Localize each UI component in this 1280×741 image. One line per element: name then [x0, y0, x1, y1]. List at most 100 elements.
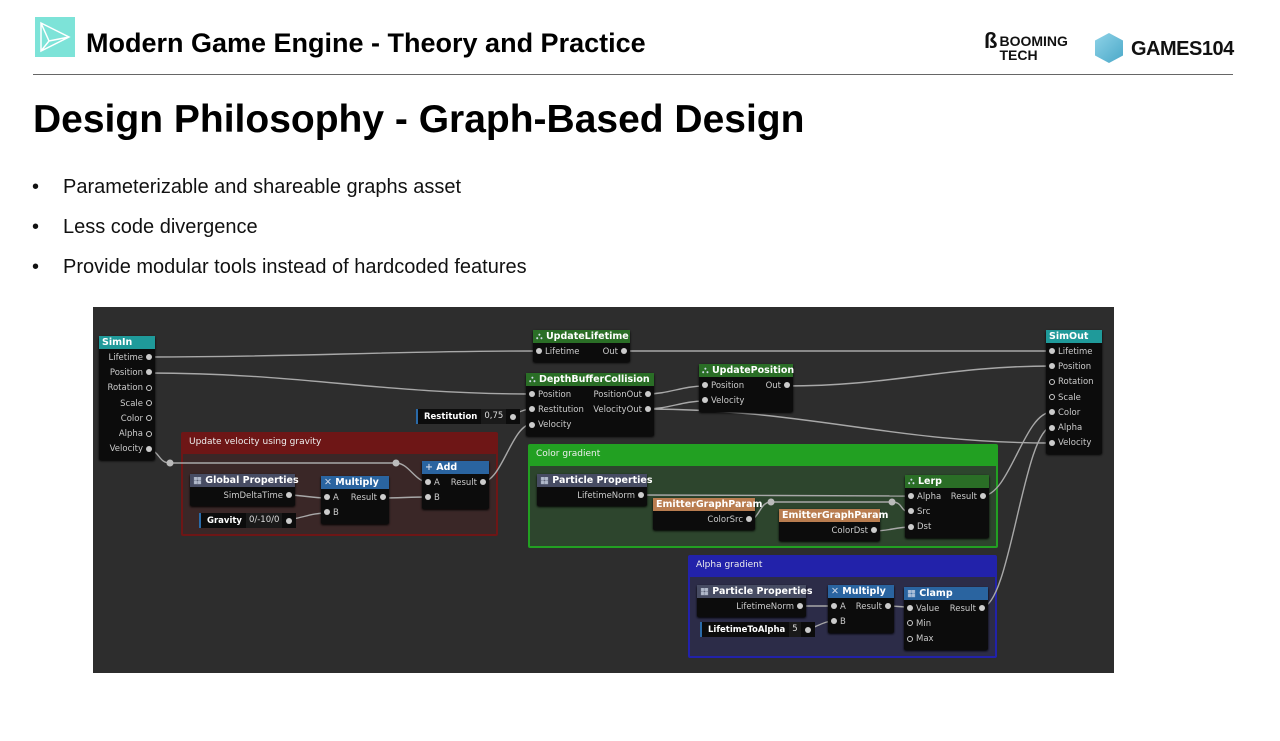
bullet-item: •Provide modular tools instead of hardco…	[32, 256, 527, 278]
input-port[interactable]	[908, 508, 914, 515]
node-header[interactable]: ⛬ DepthBufferCollision	[526, 373, 654, 386]
input-port[interactable]	[908, 493, 914, 500]
output-port[interactable]	[510, 413, 517, 420]
input-port[interactable]	[831, 618, 837, 625]
output-port[interactable]	[380, 494, 386, 501]
output-port[interactable]	[146, 400, 152, 407]
node-header[interactable]: + Add	[422, 461, 489, 474]
output-port[interactable]	[146, 369, 152, 376]
output-port[interactable]	[804, 626, 811, 633]
output-port[interactable]	[286, 492, 292, 499]
node-header[interactable]: ▦ Global Properties	[190, 474, 299, 487]
output-port[interactable]	[146, 384, 152, 391]
output-port[interactable]	[146, 415, 152, 422]
node-header[interactable]: ⛬ UpdatePosition	[699, 364, 794, 377]
node-header[interactable]: ⛬ UpdateLifetime	[533, 330, 630, 343]
reroute-node[interactable]	[166, 459, 174, 467]
param-value-input[interactable]: 0/-10/0	[245, 513, 283, 528]
output-label: SimDeltaTime	[223, 490, 283, 501]
input-port[interactable]	[831, 603, 837, 610]
node-header[interactable]: SimOut	[1046, 330, 1102, 343]
output-port[interactable]	[797, 603, 803, 610]
output-port[interactable]	[980, 493, 986, 500]
output-port[interactable]	[645, 406, 651, 413]
output-port[interactable]	[638, 492, 644, 499]
output-port[interactable]	[784, 382, 790, 389]
input-port[interactable]	[702, 397, 708, 404]
output-port[interactable]	[645, 391, 651, 398]
input-port[interactable]	[425, 479, 431, 486]
node-header[interactable]: EmitterGraphParam	[779, 509, 888, 522]
node-header[interactable]: SimIn	[99, 336, 155, 349]
output-port[interactable]	[146, 430, 152, 437]
input-port[interactable]	[1049, 363, 1055, 370]
node-header[interactable]: ✕ Multiply	[321, 476, 389, 489]
node-header[interactable]: ▦ Particle Properties	[697, 585, 813, 598]
param-value-input[interactable]: 0,75	[481, 409, 507, 424]
input-port[interactable]	[907, 635, 913, 642]
input-port[interactable]	[529, 406, 535, 413]
node-header[interactable]: ⛬ Lerp	[905, 475, 989, 488]
input-label: Position	[711, 380, 745, 391]
output-port[interactable]	[979, 605, 985, 612]
reroute-node[interactable]	[888, 498, 896, 506]
output-port[interactable]	[621, 348, 627, 355]
output-label: Result	[949, 603, 976, 614]
wire	[645, 400, 706, 410]
output-label: Alpha	[118, 429, 143, 440]
input-port[interactable]	[908, 523, 914, 530]
input-port[interactable]	[907, 605, 913, 612]
reroute-node[interactable]	[392, 459, 400, 467]
node-row: LifetimeNorm	[537, 488, 647, 503]
output-port[interactable]	[146, 445, 152, 452]
input-port[interactable]	[1049, 348, 1055, 355]
input-port[interactable]	[1049, 439, 1055, 446]
input-port[interactable]	[1049, 424, 1055, 431]
output-port[interactable]	[885, 603, 891, 610]
input-port[interactable]	[1049, 409, 1055, 416]
node-header[interactable]: EmitterGraphParam	[653, 498, 762, 511]
param-value-input[interactable]: 5	[789, 622, 801, 637]
input-port[interactable]	[324, 494, 330, 501]
reroute-node[interactable]	[767, 498, 775, 506]
input-port[interactable]	[324, 509, 330, 516]
input-port[interactable]	[907, 620, 913, 627]
input-port[interactable]	[702, 382, 708, 389]
node-header[interactable]: ▦ Particle Properties	[537, 474, 653, 487]
input-port[interactable]	[529, 421, 535, 428]
node-header[interactable]: ✕ Multiply	[828, 585, 894, 598]
output-port[interactable]	[286, 517, 293, 524]
node-title: Global Properties	[205, 475, 299, 486]
node-header[interactable]: ▦ Clamp	[904, 587, 988, 600]
input-port[interactable]	[1049, 378, 1055, 385]
input-port[interactable]	[536, 348, 542, 355]
input-port[interactable]	[425, 494, 431, 501]
input-label: B	[840, 616, 846, 627]
output-port[interactable]	[146, 354, 152, 361]
output-port[interactable]	[746, 516, 752, 523]
node-row: Rotation	[99, 381, 155, 396]
output-port[interactable]	[480, 479, 486, 486]
output-port[interactable]	[871, 527, 877, 534]
input-port[interactable]	[529, 391, 535, 398]
input-port[interactable]	[1049, 394, 1055, 401]
